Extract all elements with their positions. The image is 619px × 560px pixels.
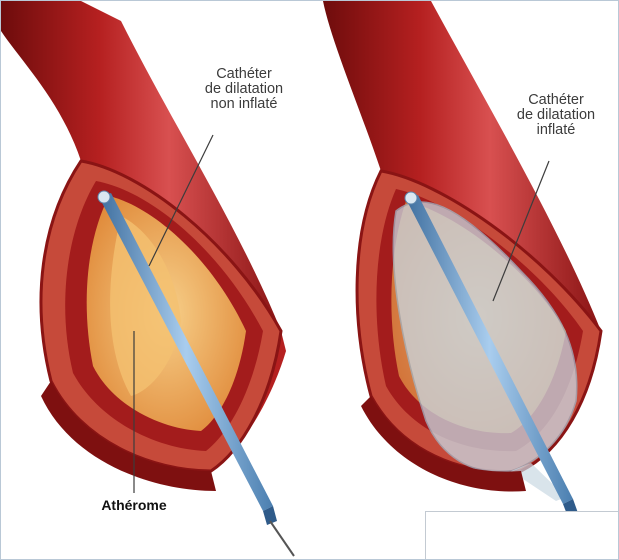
blank-box xyxy=(425,511,619,560)
label-left-catheter: Cathéter de dilatation non inflaté xyxy=(179,67,309,112)
right-vessel xyxy=(323,1,601,541)
label-right-catheter: Cathéter de dilatation inflaté xyxy=(496,93,616,138)
label-atheroma: Athérome xyxy=(79,497,189,513)
